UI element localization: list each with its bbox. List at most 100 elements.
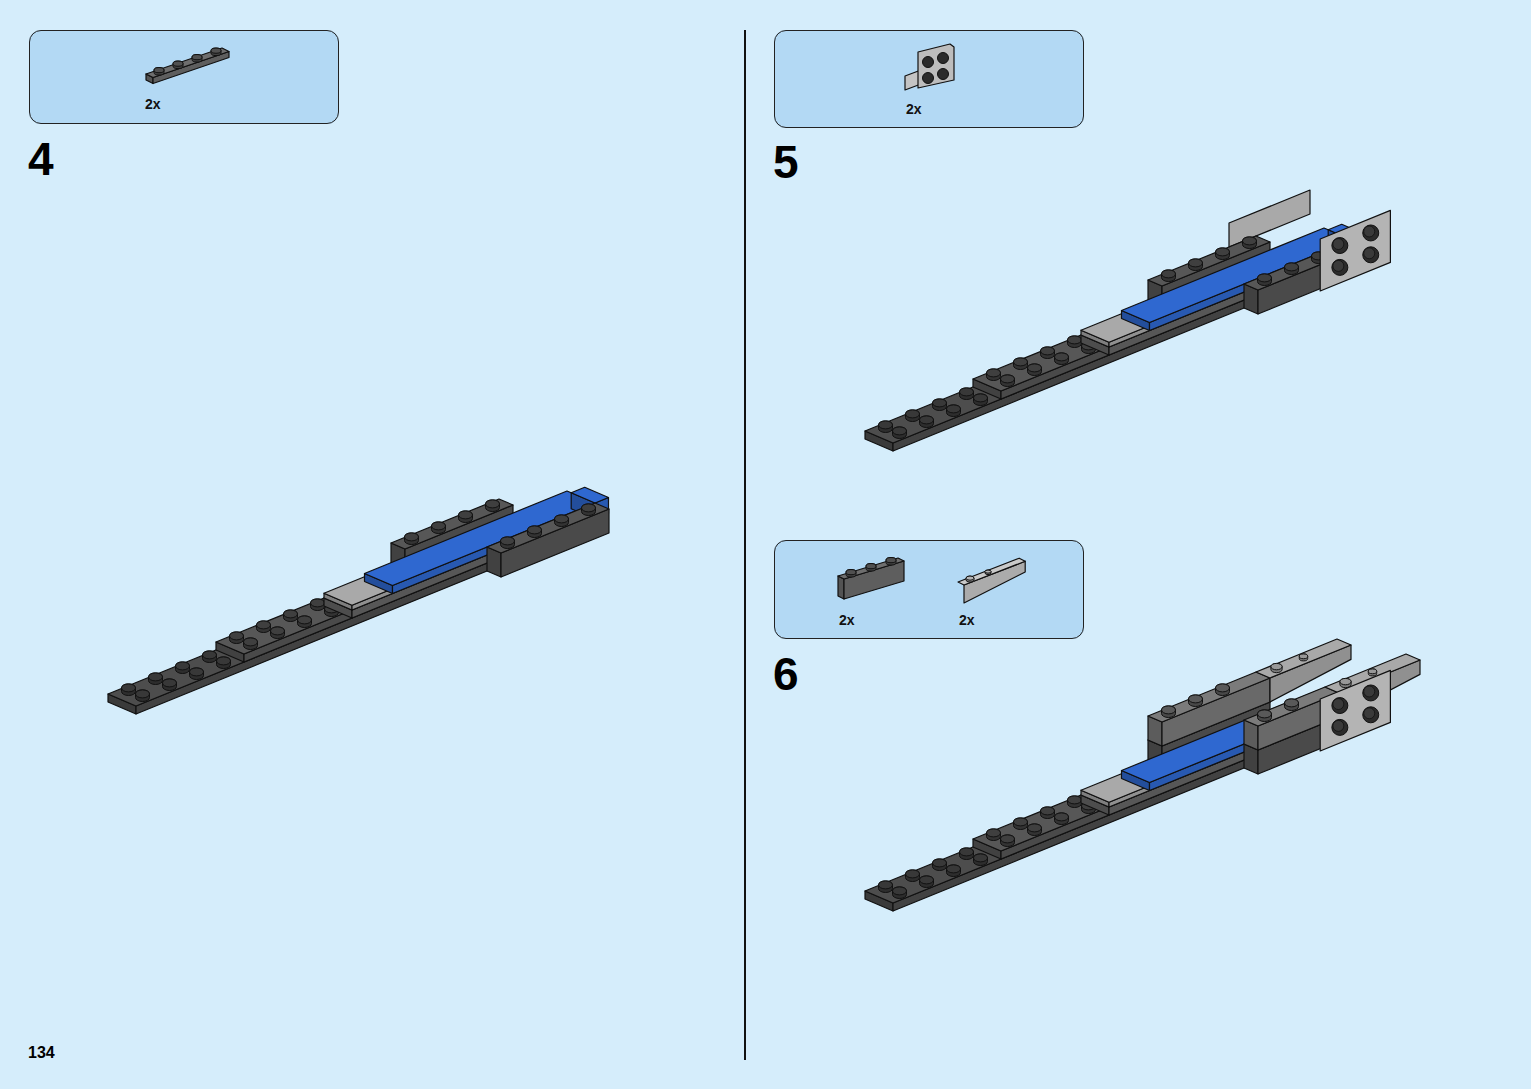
stud bbox=[1340, 678, 1351, 687]
stud-top bbox=[1271, 663, 1282, 669]
stud-top bbox=[528, 526, 542, 534]
stud bbox=[311, 599, 325, 611]
stud-top bbox=[122, 684, 136, 692]
stud bbox=[1243, 237, 1257, 249]
stud bbox=[1332, 238, 1348, 254]
page-divider bbox=[744, 30, 746, 1060]
stud-top bbox=[1333, 260, 1344, 271]
stud bbox=[923, 73, 934, 84]
stud-top bbox=[866, 564, 876, 569]
stud bbox=[217, 657, 231, 669]
stud bbox=[974, 394, 988, 406]
stud bbox=[906, 870, 920, 882]
stud bbox=[582, 504, 596, 516]
stud bbox=[1041, 807, 1055, 819]
stud-top bbox=[987, 829, 1001, 837]
stud-top bbox=[1068, 336, 1082, 344]
stud bbox=[176, 662, 190, 674]
stud bbox=[154, 68, 164, 76]
stud-top bbox=[1001, 835, 1015, 843]
stud bbox=[405, 533, 419, 545]
stud-top bbox=[311, 599, 325, 607]
stud-top bbox=[1243, 237, 1257, 245]
model-step bbox=[108, 487, 609, 714]
stud-top bbox=[879, 881, 893, 889]
slope-face bbox=[1256, 639, 1351, 678]
stud bbox=[1055, 813, 1069, 825]
step-number: 4 bbox=[28, 136, 54, 182]
stud bbox=[866, 564, 876, 572]
stud bbox=[960, 388, 974, 400]
stud-top bbox=[190, 668, 204, 676]
stud bbox=[879, 881, 893, 893]
quantity-label: 2x bbox=[839, 612, 855, 628]
stud-top bbox=[1340, 678, 1351, 684]
stud-top bbox=[1364, 248, 1375, 259]
stud bbox=[1001, 375, 1015, 387]
stud bbox=[920, 416, 934, 428]
quantity-label: 2x bbox=[959, 612, 975, 628]
stud-top bbox=[486, 500, 500, 508]
stud bbox=[974, 854, 988, 866]
stud-top bbox=[960, 388, 974, 396]
stud-top bbox=[906, 410, 920, 418]
stud-top bbox=[284, 610, 298, 618]
stud-top bbox=[1285, 263, 1299, 271]
stud bbox=[459, 511, 473, 523]
stud-top bbox=[271, 627, 285, 635]
stud bbox=[1258, 274, 1272, 286]
model-step bbox=[865, 190, 1390, 451]
bracket bbox=[1320, 210, 1390, 291]
stud bbox=[947, 865, 961, 877]
quantity-label: 2x bbox=[906, 101, 922, 117]
stud-top bbox=[947, 865, 961, 873]
stud-top bbox=[1333, 699, 1344, 710]
stud-top bbox=[947, 405, 961, 413]
stud-top bbox=[1041, 347, 1055, 355]
stud bbox=[1271, 663, 1282, 672]
stud-top bbox=[1014, 358, 1028, 366]
stud bbox=[1216, 248, 1230, 260]
stud bbox=[122, 684, 136, 696]
stud-top bbox=[966, 576, 974, 580]
stud bbox=[1189, 695, 1203, 707]
stud-top bbox=[920, 416, 934, 424]
stud bbox=[1363, 225, 1379, 241]
stud bbox=[1285, 263, 1299, 275]
stud-top bbox=[1055, 353, 1069, 361]
stud bbox=[886, 558, 896, 566]
stud-top bbox=[582, 504, 596, 512]
stud bbox=[1028, 364, 1042, 376]
stud-top bbox=[1189, 695, 1203, 703]
brick-face bbox=[1148, 672, 1270, 722]
stud-top bbox=[217, 657, 231, 665]
stud-top bbox=[1364, 686, 1375, 697]
stud bbox=[879, 421, 893, 433]
stud bbox=[1001, 835, 1015, 847]
brick-face bbox=[571, 487, 608, 503]
stud bbox=[1363, 685, 1379, 701]
stud-top bbox=[1216, 248, 1230, 256]
stud bbox=[966, 576, 974, 582]
stud-top bbox=[244, 638, 258, 646]
stud-top bbox=[985, 570, 991, 573]
brick-face bbox=[146, 48, 229, 78]
stud bbox=[244, 638, 258, 650]
stud bbox=[1014, 818, 1028, 830]
brick-face bbox=[844, 561, 904, 599]
stud bbox=[1332, 698, 1348, 714]
callout-fill bbox=[774, 30, 1084, 128]
callout-fill bbox=[774, 540, 1084, 639]
stud-top bbox=[211, 48, 221, 53]
stud-top bbox=[1001, 375, 1015, 383]
stud-top bbox=[1162, 270, 1176, 278]
brick-face bbox=[973, 795, 1109, 851]
stud bbox=[1216, 684, 1230, 696]
stud bbox=[230, 632, 244, 644]
stud bbox=[136, 690, 150, 702]
stud-top bbox=[203, 651, 217, 659]
stud bbox=[1041, 347, 1055, 359]
stud-top bbox=[432, 522, 446, 530]
stud bbox=[1299, 654, 1307, 661]
model-step bbox=[865, 639, 1420, 911]
